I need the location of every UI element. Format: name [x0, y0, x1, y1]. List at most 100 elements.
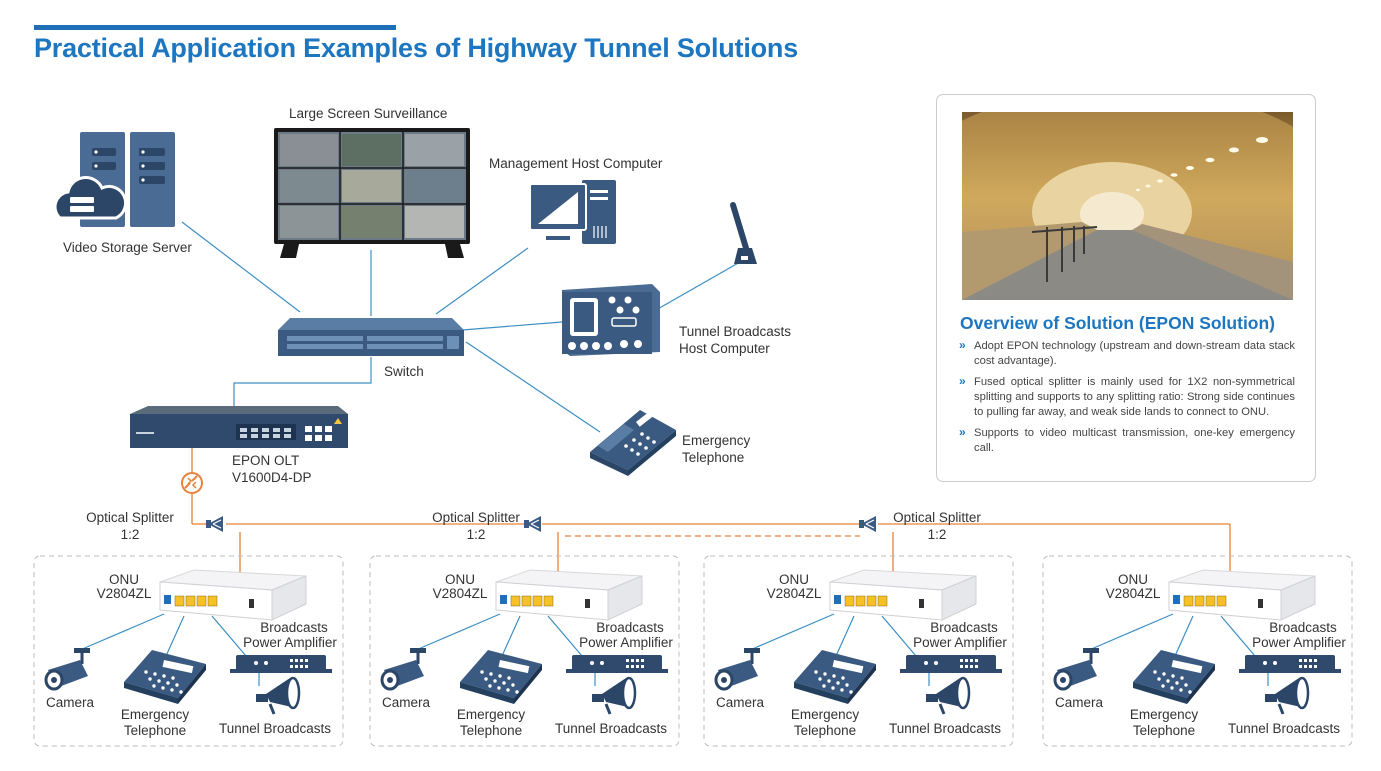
switch-label: Switch	[384, 364, 424, 379]
broadcast-amplifier-icon	[1239, 655, 1341, 673]
chevron-right-icon: »	[959, 425, 966, 439]
amplifier-label: Power Amplifier	[913, 635, 1007, 650]
splitter-label: Optical Splitter	[893, 510, 981, 525]
overview-panel: Overview of Solution (EPON Solution) »Ad…	[936, 94, 1316, 482]
emergency-telephone-icon	[590, 405, 676, 476]
overview-bullet: »Adopt EPON technology (upstream and dow…	[959, 338, 1295, 367]
tunnel-broadcast-host-icon	[562, 284, 660, 356]
splitter-ratio: 1:2	[466, 527, 486, 542]
emergency-telephone-icon	[460, 650, 542, 704]
onu-device-icon	[495, 569, 643, 621]
onu-label: ONU	[109, 572, 139, 587]
overview-bullet: »Fused optical splitter is mainly used f…	[959, 374, 1295, 418]
camera-label: Camera	[1054, 695, 1103, 710]
tunnel-broadcasts-label: Tunnel Broadcasts	[554, 721, 668, 736]
onu-device-icon	[159, 569, 307, 621]
onu-model-label: V2804ZL	[1105, 586, 1161, 601]
speaker-icon	[926, 673, 971, 715]
optical-splitter-icon	[859, 516, 876, 532]
broadcast-amplifier-icon	[566, 655, 668, 673]
optical-splitter-icon	[524, 516, 541, 532]
onu-group	[369, 555, 680, 747]
amplifier-label: Broadcasts	[930, 620, 998, 635]
optical-splitters	[206, 516, 876, 532]
management-host-label: Management Host Computer	[489, 156, 663, 171]
chevron-right-icon: »	[959, 374, 966, 388]
tunnel-broadcasts-host-label-1: Tunnel Broadcasts	[679, 324, 792, 339]
telephone-label: Telephone	[459, 723, 523, 738]
switch-icon	[278, 318, 464, 356]
tunnel-photo	[962, 112, 1293, 300]
speaker-icon	[1265, 673, 1310, 715]
onu-group	[703, 555, 1014, 747]
splitter-ratio: 1:2	[927, 527, 947, 542]
emergency-telephone-icon	[124, 650, 206, 704]
chevron-right-icon: »	[959, 338, 966, 352]
tunnel-broadcasts-host-label-2: Host Computer	[679, 341, 770, 356]
telephone-label: Emergency	[120, 707, 190, 722]
microphone-icon	[730, 202, 757, 264]
large-screen-icon	[274, 128, 470, 258]
camera-icon	[44, 648, 90, 691]
onu-group	[1042, 555, 1353, 747]
olt-label-1: EPON OLT	[232, 453, 300, 468]
tunnel-broadcasts-label: Tunnel Broadcasts	[218, 721, 332, 736]
optical-splitter-icon	[206, 516, 223, 532]
telephone-label: Telephone	[123, 723, 187, 738]
onu-label: ONU	[779, 572, 809, 587]
epon-olt-icon	[130, 406, 348, 448]
camera-label: Camera	[381, 695, 430, 710]
page-title: Practical Application Examples of Highwa…	[34, 33, 799, 63]
video-storage-server-label: Video Storage Server	[63, 240, 192, 255]
emergency-telephone-label-1: Emergency	[682, 433, 751, 448]
overview-bullets: »Adopt EPON technology (upstream and dow…	[959, 338, 1295, 462]
onu-device-icon	[829, 569, 977, 621]
speaker-icon	[592, 673, 637, 715]
amplifier-label: Power Amplifier	[579, 635, 673, 650]
amplifier-label: Power Amplifier	[243, 635, 337, 650]
camera-label: Camera	[715, 695, 764, 710]
video-storage-server-icon	[53, 132, 175, 227]
camera-label: Camera	[45, 695, 94, 710]
camera-icon	[380, 648, 426, 691]
amplifier-label: Broadcasts	[596, 620, 664, 635]
emergency-telephone-icon	[1133, 650, 1215, 704]
emergency-telephone-label-2: Telephone	[682, 450, 745, 465]
fiber-links	[191, 448, 1231, 578]
broadcast-amplifier-icon	[900, 655, 1002, 673]
amplifier-label: Power Amplifier	[1252, 635, 1346, 650]
camera-icon	[714, 648, 760, 691]
olt-label-2: V1600D4-DP	[232, 470, 312, 485]
broadcast-amplifier-icon	[230, 655, 332, 673]
onu-label: ONU	[445, 572, 475, 587]
telephone-label: Telephone	[1132, 723, 1196, 738]
splitter-label: Optical Splitter	[432, 510, 520, 525]
onu-device-icon	[1168, 569, 1316, 621]
large-screen-label: Large Screen Surveillance	[289, 106, 448, 121]
overview-title: Overview of Solution (EPON Solution)	[960, 313, 1276, 333]
onu-model-label: V2804ZL	[766, 586, 822, 601]
title-accent-bar	[34, 25, 396, 30]
onu-label: ONU	[1118, 572, 1148, 587]
tunnel-broadcasts-label: Tunnel Broadcasts	[1227, 721, 1341, 736]
emergency-telephone-icon	[794, 650, 876, 704]
telephone-label: Telephone	[793, 723, 857, 738]
amplifier-label: Broadcasts	[260, 620, 328, 635]
onu-model-label: V2804ZL	[96, 586, 152, 601]
onu-group	[33, 555, 344, 747]
amplifier-label: Broadcasts	[1269, 620, 1337, 635]
tunnel-broadcasts-label: Tunnel Broadcasts	[888, 721, 1002, 736]
overview-bullet: »Supports to video multicast transmissio…	[959, 425, 1295, 454]
onu-model-label: V2804ZL	[432, 586, 488, 601]
splitter-label: Optical Splitter	[86, 510, 174, 525]
speaker-icon	[256, 673, 301, 715]
management-computer-icon	[529, 180, 616, 244]
fiber-port-icon	[181, 472, 203, 494]
camera-icon	[1053, 648, 1099, 691]
telephone-label: Emergency	[1129, 707, 1199, 722]
telephone-label: Emergency	[790, 707, 860, 722]
splitter-ratio: 1:2	[120, 527, 140, 542]
ethernet-links	[181, 221, 741, 433]
telephone-label: Emergency	[456, 707, 526, 722]
